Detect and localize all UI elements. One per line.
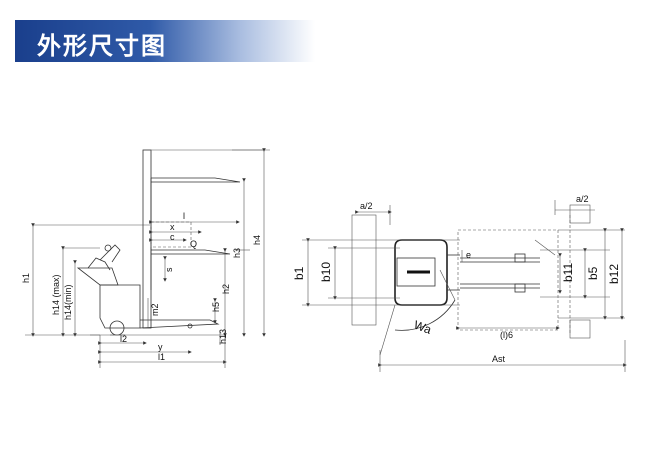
- dim-h14: h14 (max): [51, 274, 61, 315]
- dim-a2-left: a/2: [360, 201, 373, 211]
- right-wall-bottom: [569, 319, 591, 339]
- pallet-outline: [457, 229, 559, 331]
- dim-wa: Wa: [412, 318, 434, 337]
- dim-m2: m2: [150, 303, 160, 316]
- dim-c: c: [170, 232, 175, 242]
- dim-h3: h3: [232, 248, 242, 258]
- dim-ast: Ast: [492, 354, 506, 364]
- dim-h4: h4: [252, 235, 262, 245]
- dim-x: x: [170, 222, 175, 232]
- upper-fork: [151, 177, 241, 183]
- dim-h2: h2: [221, 284, 231, 294]
- dim-h14min: h14(min): [63, 284, 73, 320]
- dim-b1: b1: [292, 266, 306, 280]
- platform: [76, 267, 119, 286]
- dim-s: s: [164, 267, 174, 272]
- top-view: a/2 a/2 b1 b10 e b11 b5 b12 Wa (l)6 Ast: [292, 194, 627, 372]
- dim-h5: h5: [211, 302, 221, 312]
- mast: [142, 149, 152, 329]
- dim-b12: b12: [607, 264, 621, 284]
- tiller: [99, 244, 121, 263]
- section-banner: 外形尺寸图: [15, 20, 315, 62]
- dim-b11: b11: [561, 263, 575, 282]
- truck-body: [99, 284, 141, 329]
- lowered-fork: [151, 249, 231, 255]
- dim-a2-right: a/2: [576, 194, 589, 204]
- dim-l1: l1: [158, 352, 165, 362]
- turning-arc: [394, 299, 456, 331]
- right-wall-top: [569, 204, 591, 224]
- left-aisle-wall: [351, 214, 377, 326]
- dim-l: l: [183, 211, 185, 221]
- dim-h1: h1: [21, 273, 31, 283]
- dim-b5: b5: [586, 266, 600, 280]
- banner-title: 外形尺寸图: [37, 32, 167, 60]
- dim-h13: h13: [218, 329, 228, 344]
- dim-q: Q: [190, 239, 197, 249]
- dim-y: y: [158, 342, 163, 352]
- dim-e: e: [466, 250, 471, 260]
- dim-l6: (l)6: [500, 330, 513, 340]
- dim-l2: l2: [120, 334, 127, 344]
- side-view: l x c Q s m2 h1 h14 (max) h14(min) h4 h3…: [21, 148, 270, 368]
- dim-b10: b10: [319, 262, 333, 282]
